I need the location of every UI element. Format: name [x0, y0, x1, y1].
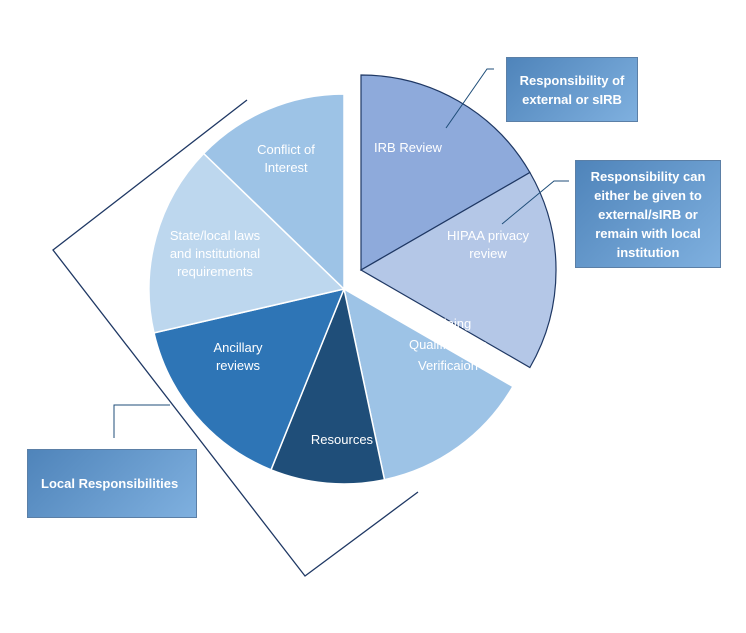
- external-responsibility-callout: Responsibility of external or sIRB: [506, 57, 638, 122]
- segment-label-line: Verificaion: [418, 358, 478, 373]
- pie-segment-state-local: [148, 152, 346, 334]
- segment-label-line: Ancillary: [213, 340, 263, 355]
- segment-label-line: and institutional: [170, 246, 260, 261]
- segment-label-conflict: Conflict of Interest: [257, 142, 315, 175]
- segment-label-line: State/local laws: [170, 228, 261, 243]
- pie-segment-conflict: [202, 93, 345, 291]
- pie-segment-ancillary: [153, 287, 346, 471]
- segment-label-resources: Resources: [311, 432, 374, 447]
- external-callout-connector: [445, 68, 494, 129]
- segment-label-line: review: [469, 246, 507, 261]
- segment-label-irb-review: IRB Review: [374, 140, 443, 155]
- segment-label-line: IRB Review: [374, 140, 443, 155]
- pie-segment-resources: [270, 286, 386, 485]
- callout-line: institution: [616, 244, 680, 260]
- callout-line: Local Responsibilities: [41, 476, 179, 491]
- segment-label-line: Qualifications: [409, 337, 488, 352]
- callout-line: remain with local: [595, 225, 701, 241]
- callout-line: Responsibility of: [519, 72, 625, 88]
- segment-label-line: Conflict of: [257, 142, 315, 157]
- callout-line: Responsibility can: [590, 168, 706, 184]
- callout-line: external/sIRB or: [598, 206, 698, 222]
- local-callout-connector: [113, 404, 170, 438]
- pie-segment-training: [342, 287, 514, 481]
- either-callout-connector: [501, 180, 569, 225]
- local-bracket-line: [52, 99, 419, 577]
- segment-label-line: HIPAA privacy: [447, 228, 530, 243]
- segment-label-line: requirements: [177, 264, 253, 279]
- segment-label-state-local: State/local laws and institutional require…: [170, 228, 261, 279]
- local-responsibilities-callout: Local Responsibilities: [27, 449, 197, 518]
- callout-line: external or sIRB: [522, 91, 622, 107]
- segment-label-ancillary: Ancillary reviews: [213, 340, 263, 373]
- segment-label-line: Resources: [311, 432, 374, 447]
- segment-label-line: reviews: [216, 358, 261, 373]
- pie-segment-irb-review: [360, 74, 531, 272]
- shared-responsibility-callout: Responsibility can either be given to ex…: [575, 160, 721, 268]
- segment-label-line: Training: [425, 316, 471, 331]
- segment-label-line: Interest: [264, 160, 308, 175]
- pie-segment-hipaa: [359, 171, 557, 369]
- segment-label-hipaa: HIPAA privacy review: [447, 228, 530, 261]
- callout-line: either be given to: [594, 187, 702, 203]
